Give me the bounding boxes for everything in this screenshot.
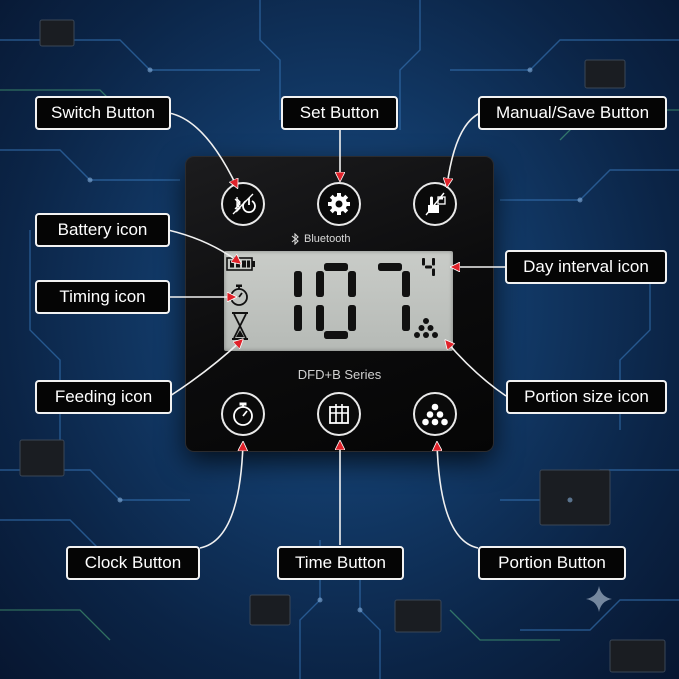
switch-button[interactable]: [221, 182, 265, 226]
segment-b: [402, 271, 410, 297]
callout-set-button: Set Button: [281, 96, 398, 130]
callout-portion-button: Portion Button: [478, 546, 626, 580]
callout-clock-button: Clock Button: [66, 546, 200, 580]
callout-manual-save-button: Manual/Save Button: [478, 96, 667, 130]
segment-e: [316, 305, 324, 331]
segment-c: [294, 305, 302, 331]
time-grid-icon: [329, 404, 349, 424]
hourglass-icon: [232, 312, 248, 340]
controller-device: Bluetooth: [186, 157, 493, 451]
segment-g: [425, 265, 432, 269]
callout-day-interval-icon: Day interval icon: [505, 250, 667, 284]
segment-b: [348, 271, 356, 297]
timer-icon: [230, 284, 248, 306]
clock-button[interactable]: [221, 392, 265, 436]
callout-switch-button: Switch Button: [35, 96, 171, 130]
hand-save-icon: [425, 192, 446, 216]
series-label: DFD+B Series: [297, 367, 382, 382]
segment-b: [294, 271, 302, 297]
segment-c: [402, 305, 410, 331]
main-value-display: [294, 263, 410, 339]
battery-icon: [226, 257, 255, 271]
bluetooth-text: Bluetooth: [304, 233, 351, 245]
callout-battery-icon: Battery icon: [35, 213, 170, 247]
callout-portion-size-icon: Portion size icon: [506, 380, 667, 414]
sparkle-icon: [586, 586, 612, 612]
callout-time-button: Time Button: [277, 546, 404, 580]
segment-c: [348, 305, 356, 331]
bluetooth-label: Bluetooth: [290, 233, 350, 245]
lcd-display: 107 4: [224, 251, 453, 351]
segment-f: [422, 258, 425, 266]
segment-d: [324, 331, 348, 339]
bluetooth-power-icon: [232, 193, 256, 215]
callout-feeding-icon: Feeding icon: [35, 380, 172, 414]
callout-timing-icon: Timing icon: [35, 280, 170, 314]
portion-size-icon: [414, 318, 438, 338]
stopwatch-icon: [233, 402, 253, 426]
portion-dots-icon: [422, 403, 448, 426]
set-button[interactable]: [317, 182, 361, 226]
segment-a: [324, 263, 348, 271]
segment-c: [432, 268, 435, 276]
day-interval-display: [422, 258, 435, 276]
segment-a: [378, 263, 402, 271]
gear-icon: [328, 193, 350, 215]
portion-button[interactable]: [413, 392, 457, 436]
segment-f: [316, 271, 324, 297]
segment-b: [432, 258, 435, 266]
time-button[interactable]: [317, 392, 361, 436]
manual-save-button[interactable]: [413, 182, 457, 226]
bluetooth-icon: [291, 233, 299, 245]
